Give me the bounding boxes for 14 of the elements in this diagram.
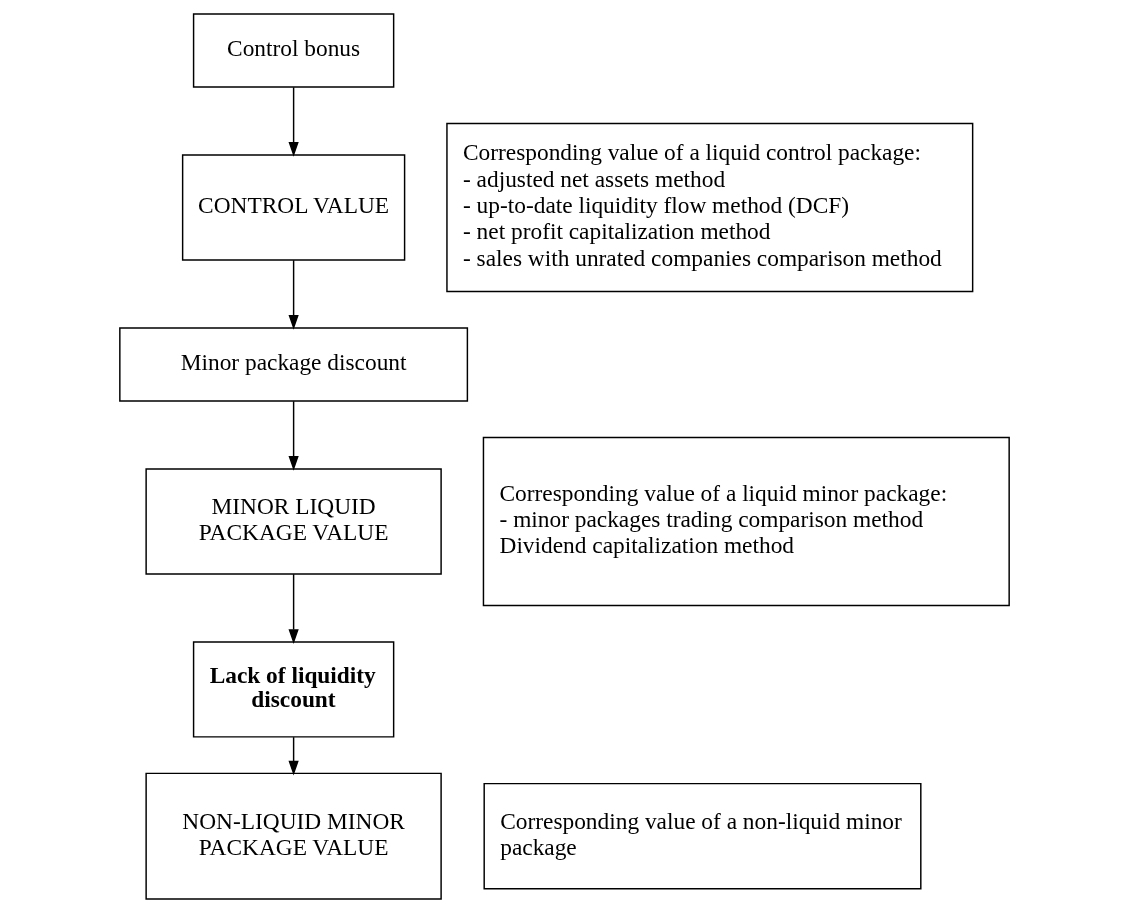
- node-box: Corresponding value of a non-liquid minor package: [482, 782, 922, 890]
- node-box: Lack of liquidity discount: [192, 641, 394, 738]
- node-box: Minor package discount: [118, 327, 468, 402]
- arrow: [288, 736, 299, 776]
- node-box: Control bonus: [192, 13, 394, 88]
- node-box: CONTROL VALUE: [181, 154, 405, 261]
- arrow: [288, 573, 299, 644]
- arrow: [288, 400, 299, 471]
- node-box: Corresponding value of a liquid control package: - adjusted net assets method - up-to-date liquidity flow method (DCF) - net profit capitalization method - sales with unrated companies comparison method: [445, 122, 973, 293]
- arrow: [288, 259, 299, 330]
- node-box: Corresponding value of a liquid minor package: - minor packages trading comparison method Dividend capitalization method: [482, 436, 1010, 607]
- node-box: MINOR LIQUID PACKAGE VALUE: [144, 468, 442, 575]
- node-box: NON-LIQUID MINOR PACKAGE VALUE: [144, 772, 442, 900]
- arrow: [288, 86, 299, 157]
